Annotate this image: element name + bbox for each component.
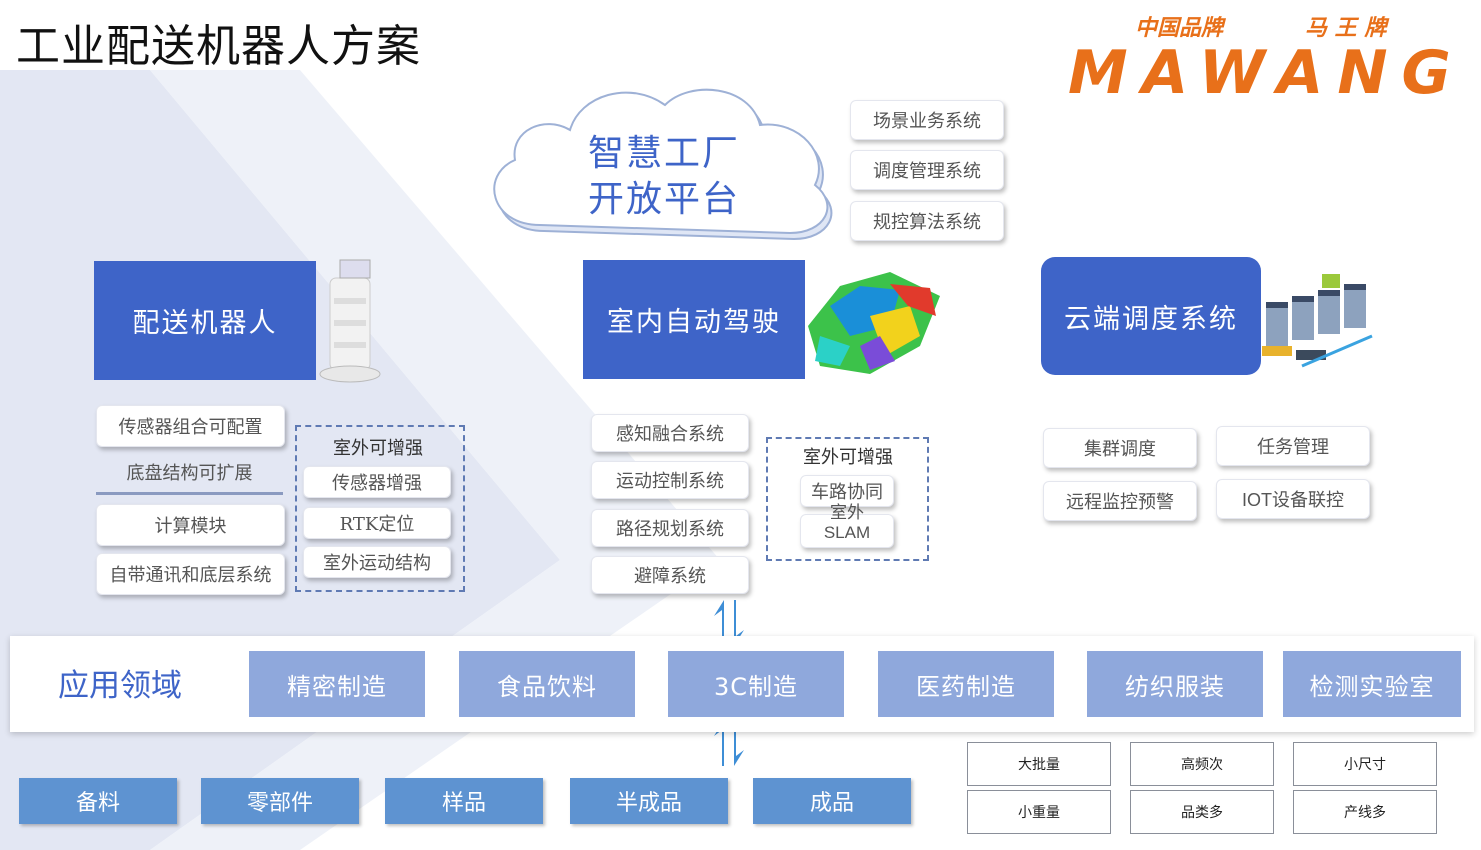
driving-outdoor-slam: 室外 SLAM [800, 503, 894, 548]
cloud-system-dispatch: 调度管理系统 [850, 150, 1004, 190]
material-prep: 备料 [19, 778, 177, 824]
driving-title-box: 室内自动驾驶 [583, 260, 805, 379]
char-many-lines: 产线多 [1293, 790, 1437, 834]
char-many-types: 品类多 [1130, 790, 1274, 834]
domain-3c: 3C制造 [668, 651, 844, 717]
driving-outdoor-label: 室外可增强 [803, 447, 893, 468]
cloud-title-line2: 开放平台 [588, 179, 741, 220]
char-low-weight: 小重量 [967, 790, 1111, 834]
domain-pharma: 医药制造 [878, 651, 1054, 717]
cloud-feature-monitor: 远程监控预警 [1043, 481, 1197, 521]
cloud-title-line1: 智慧工厂 [588, 133, 741, 174]
page-title: 工业配送机器人方案 [16, 21, 421, 72]
server-rack-image [1262, 274, 1373, 368]
robot-outdoor-sensor: 传感器增强 [303, 466, 451, 498]
robot-feature-compute: 计算模块 [96, 504, 285, 546]
robot-title-box: 配送机器人 [94, 261, 316, 380]
robot-image [319, 259, 381, 383]
domain-textile: 纺织服装 [1087, 651, 1263, 717]
cloud-shape [493, 88, 833, 241]
driving-feature-obstacle: 避障系统 [591, 556, 749, 594]
char-high-freq: 高频次 [1130, 742, 1274, 786]
domain-lab: 检测实验室 [1283, 651, 1461, 717]
brand-tag-left: 中国品牌 [1135, 16, 1224, 41]
application-label: 应用领域 [58, 668, 182, 704]
char-large-batch: 大批量 [967, 742, 1111, 786]
cloud-feature-task: 任务管理 [1216, 426, 1370, 466]
robot-outdoor-label: 室外可增强 [333, 438, 423, 459]
material-finished: 成品 [753, 778, 911, 824]
robot-outdoor-rtk: RTK定位 [303, 507, 451, 539]
driving-outdoor-v2x: 车路协同 [800, 475, 894, 507]
driving-feature-motion: 运动控制系统 [591, 461, 749, 499]
driving-feature-path: 路径规划系统 [591, 509, 749, 547]
robot-outdoor-group [295, 425, 465, 592]
material-parts: 零部件 [201, 778, 359, 824]
material-semi: 半成品 [570, 778, 728, 824]
domain-precision: 精密制造 [249, 651, 425, 717]
cloud-feature-iot: IOT设备联控 [1216, 479, 1370, 519]
material-samples: 样品 [385, 778, 543, 824]
char-small-size: 小尺寸 [1293, 742, 1437, 786]
driving-feature-perception: 感知融合系统 [591, 414, 749, 452]
brand-logo-text: MAWANG [1068, 38, 1465, 108]
cloud-system-scene: 场景业务系统 [850, 100, 1004, 140]
driving-outdoor-slam-line2: SLAM [823, 523, 871, 542]
driving-outdoor-group [766, 437, 929, 561]
brand-tag-right: 马 王 牌 [1305, 16, 1387, 41]
cloud-system-algorithm: 规控算法系统 [850, 201, 1004, 241]
cloud-feature-cluster: 集群调度 [1043, 428, 1197, 468]
driving-outdoor-slam-line1: 室外 [830, 503, 864, 523]
robot-feature-comm: 自带通讯和底层系统 [96, 553, 285, 595]
robot-feature-chassis: 底盘结构可扩展 [96, 452, 283, 495]
slam-map-image [806, 272, 942, 374]
robot-feature-sensors: 传感器组合可配置 [96, 405, 285, 447]
robot-outdoor-motion: 室外运动结构 [303, 546, 451, 578]
cloud-dispatch-title-box: 云端调度系统 [1041, 257, 1261, 375]
domain-food: 食品饮料 [459, 651, 635, 717]
